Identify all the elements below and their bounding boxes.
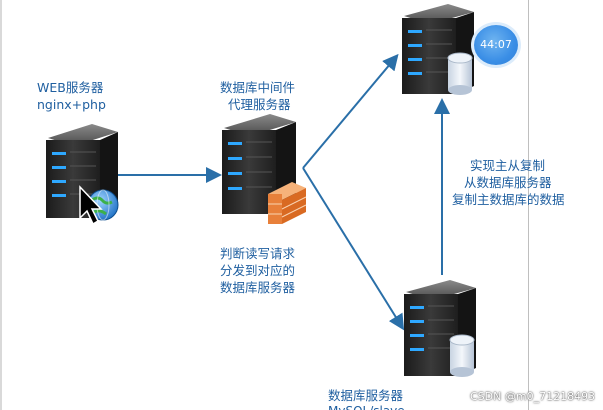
slave-database-cylinder-icon (449, 334, 475, 377)
middleware-label: 数据库中间件 (220, 80, 296, 95)
arrow-proxy-to-master (302, 53, 399, 169)
routing-label-line1: 判断读写请求 (220, 246, 296, 261)
replication-label-line2: 从数据库服务器 (464, 175, 552, 190)
db-server-label: 数据库服务器 (328, 388, 404, 403)
replication-label-line3: 复制主数据库的数据 (452, 192, 565, 207)
db-server-sublabel: MySQL/slave (328, 404, 405, 410)
arrow-proxy-to-slave (302, 167, 405, 331)
recording-timer-badge[interactable]: 44:07 (474, 25, 518, 65)
master-db-server-icon (402, 4, 474, 94)
replication-label-line1: 实现主从复制 (470, 158, 546, 173)
left-edge (0, 0, 2, 410)
web-stack-label: nginx+php (37, 97, 106, 112)
firewall-icon (268, 182, 307, 224)
right-edge (528, 0, 529, 410)
slave-db-server-icon (404, 280, 476, 376)
proxy-server-label: 代理服务器 (228, 97, 291, 112)
mouse-cursor-icon (79, 185, 103, 226)
web-server-label: WEB服务器 (37, 80, 104, 95)
watermark: CSDN @m0_71218493 (470, 390, 596, 403)
master-database-cylinder-icon (447, 52, 473, 95)
routing-label-line3: 数据库服务器 (220, 280, 296, 295)
routing-label-line2: 分发到对应的 (220, 263, 296, 278)
